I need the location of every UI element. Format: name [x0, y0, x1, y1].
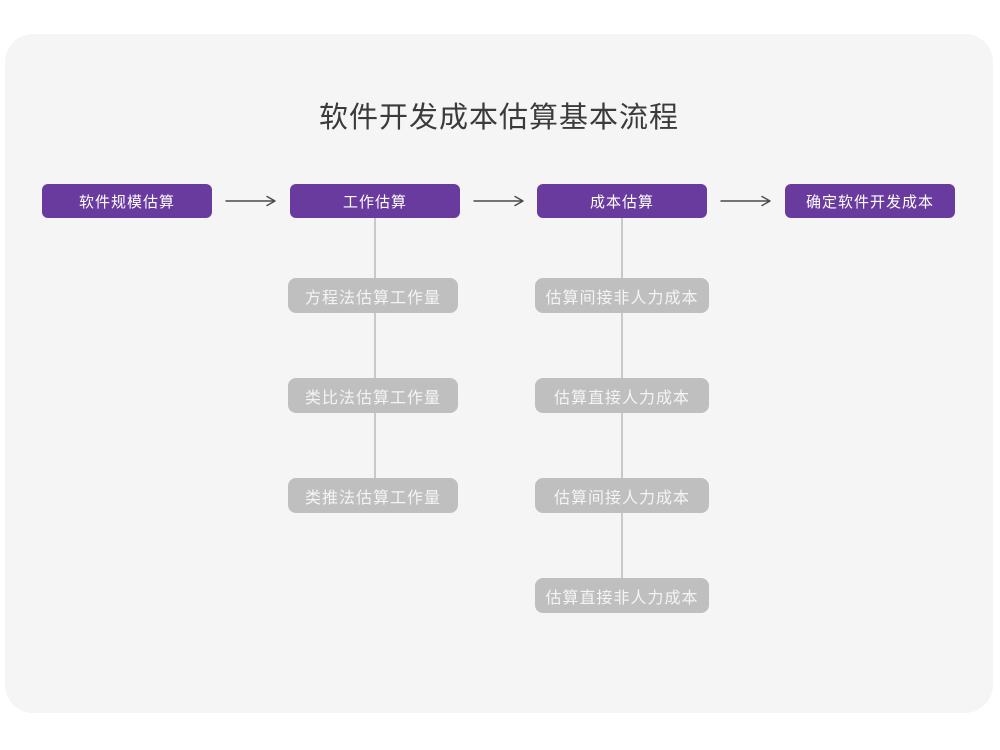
flow-node-determine-development-cost: 确定软件开发成本: [785, 184, 955, 218]
right-arrow-icon: [220, 195, 282, 207]
sub-node-extrapolation-method-workload: 类推法估算工作量: [288, 478, 458, 513]
sub-node-indirect-labor-cost: 估算间接人力成本: [535, 478, 709, 513]
diagram-canvas: 软件开发成本估算基本流程 软件规模估算 工作估算 成本估算 确定软件开发成本 方…: [5, 34, 993, 713]
flow-node-software-scale-estimation: 软件规模估算: [42, 184, 212, 218]
flow-node-cost-estimation: 成本估算: [537, 184, 707, 218]
flow-node-work-estimation: 工作估算: [290, 184, 460, 218]
sub-node-analogy-method-workload: 类比法估算工作量: [288, 378, 458, 413]
diagram-title: 软件开发成本估算基本流程: [318, 102, 679, 134]
right-arrow-icon: [468, 195, 530, 207]
sub-node-direct-non-labor-cost: 估算直接非人力成本: [535, 578, 709, 613]
sub-node-equation-method-workload: 方程法估算工作量: [288, 278, 458, 313]
sub-node-direct-labor-cost: 估算直接人力成本: [535, 378, 709, 413]
sub-node-indirect-non-labor-cost: 估算间接非人力成本: [535, 278, 709, 313]
connector-line-work-column: [374, 218, 376, 498]
right-arrow-icon: [715, 195, 777, 207]
